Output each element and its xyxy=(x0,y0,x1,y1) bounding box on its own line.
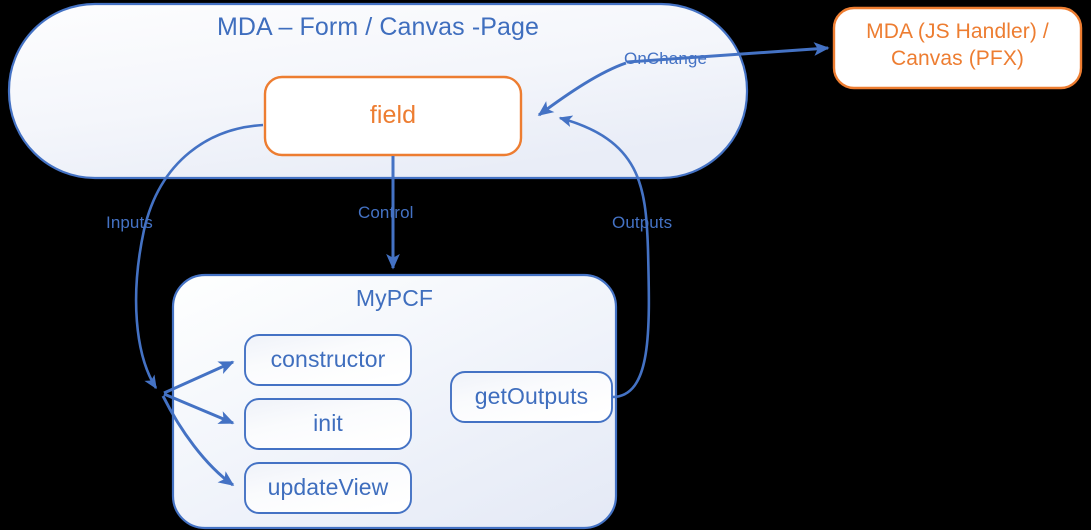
edge-inputs-to-init xyxy=(163,392,235,425)
edge-inputs-to-constructor xyxy=(163,360,235,395)
method-label-constructor: constructor xyxy=(270,346,386,372)
edge-onchange-to-handler xyxy=(626,42,830,64)
edge-label-onchange: OnChange xyxy=(624,49,708,68)
handler-box-label-line2: Canvas (PFX) xyxy=(890,47,1025,70)
edge-label-inputs: Inputs xyxy=(106,213,153,232)
field-box-shape[interactable] xyxy=(263,75,523,157)
handler-box-shape[interactable] xyxy=(832,6,1083,90)
pcf-container-title: MyPCF xyxy=(355,285,434,311)
edge-inputs-to-updateview xyxy=(161,395,235,487)
method-label-updateview: updateView xyxy=(267,474,389,500)
method-box-init-shape[interactable] xyxy=(244,398,412,450)
method-label-init: init xyxy=(313,410,343,436)
edge-label-control: Control xyxy=(358,203,414,222)
edge-outputs-to-field xyxy=(558,115,651,399)
host-container-title: MDA – Form / Canvas -Page xyxy=(216,13,540,41)
edge-inputs-from-field xyxy=(134,123,264,390)
edge-onchange-curve xyxy=(537,61,627,117)
method-box-updateview-shape[interactable] xyxy=(244,462,412,514)
handler-box-label-line1: MDA (JS Handler) / xyxy=(866,20,1049,43)
field-box-label: field xyxy=(369,101,417,129)
method-box-constructor-shape[interactable] xyxy=(244,334,412,386)
method-label-getoutputs: getOutputs xyxy=(474,383,589,409)
edge-label-outputs: Outputs xyxy=(612,213,673,232)
